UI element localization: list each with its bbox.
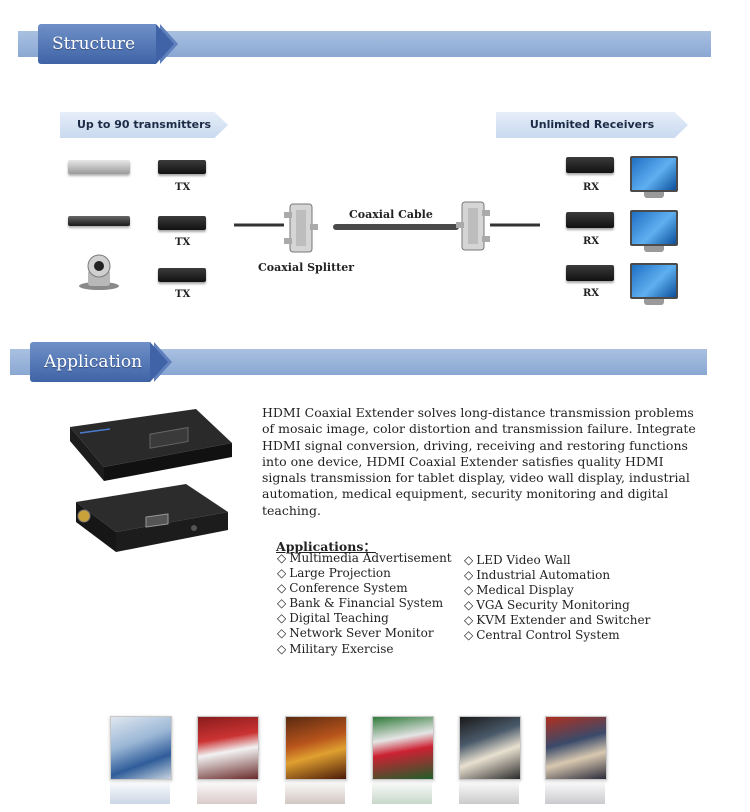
list-item: Multimedia Advertisement <box>277 551 451 566</box>
transmitters-tab: Up to 90 transmitters <box>60 112 228 138</box>
list-item: VGA Security Monitoring <box>464 598 650 613</box>
list-item: Network Sever Monitor <box>277 626 452 641</box>
thumbnail-reflection <box>545 780 605 804</box>
thumbnail-reflection <box>372 780 432 804</box>
hdmi-extender-front-image <box>66 405 234 483</box>
coaxial-cable-label: Coaxial Cable <box>349 208 433 221</box>
applications-list-left: Multimedia Advertisement Large Projectio… <box>277 551 452 657</box>
list-item: KVM Extender and Switcher <box>464 613 650 628</box>
tx-device-icon <box>158 160 206 174</box>
monitor-stand <box>644 246 664 252</box>
monitor-icon <box>630 263 678 299</box>
application-thumbnail-bank <box>197 716 259 780</box>
dvd-player-icon <box>68 160 130 174</box>
applications-list-right: LED Video Wall Industrial Automation Med… <box>464 553 650 644</box>
media-player-icon <box>68 216 130 226</box>
thumbnail-reflection <box>285 780 345 804</box>
structure-banner-chevron <box>156 24 174 64</box>
application-thumbnail-video-wall <box>459 716 521 780</box>
application-description: HDMI Coaxial Extender solves long-distan… <box>262 405 696 518</box>
transmitters-tab-label: Up to 90 transmitters <box>76 118 212 131</box>
coaxial-topology <box>234 223 540 230</box>
list-item: Conference System <box>277 581 452 596</box>
receivers-tab: Unlimited Receivers <box>496 112 688 138</box>
coaxial-splitter-label: Coaxial Splitter <box>258 261 355 274</box>
thumbnail-reflection <box>459 780 519 804</box>
receivers-tab-label: Unlimited Receivers <box>529 118 655 131</box>
application-thumbnail-retail <box>372 716 434 780</box>
coaxial-splitter-icon <box>456 198 490 254</box>
application-banner-chevron <box>150 342 168 382</box>
thumbnail-reflection <box>197 780 257 804</box>
application-thumbnail-exhibition <box>545 716 607 780</box>
structure-title: Structure <box>52 34 136 54</box>
monitor-icon <box>630 156 678 192</box>
rx-label: RX <box>583 182 600 193</box>
rx-device-icon <box>566 265 614 281</box>
ptz-camera-icon <box>78 252 120 290</box>
list-item: Industrial Automation <box>464 568 650 583</box>
list-item: Digital Teaching <box>277 611 452 626</box>
list-item: Central Control System <box>464 628 650 643</box>
rx-label: RX <box>583 288 600 299</box>
tx-label: TX <box>175 289 191 300</box>
application-banner: Application <box>30 342 150 382</box>
application-title: Application <box>44 352 143 372</box>
thumbnail-reflection <box>110 780 170 804</box>
list-item: Medical Display <box>464 583 650 598</box>
list-item: Large Projection <box>277 566 452 581</box>
tx-device-icon <box>158 268 206 282</box>
coaxial-splitter-icon <box>284 200 318 256</box>
application-thumbnail-office <box>110 716 172 780</box>
tx-label: TX <box>175 182 191 193</box>
list-item: LED Video Wall <box>464 553 650 568</box>
tx-device-icon <box>158 216 206 230</box>
list-item: Military Exercise <box>277 642 452 657</box>
monitor-stand <box>644 192 664 198</box>
tx-label: TX <box>175 237 191 248</box>
monitor-icon <box>630 210 678 246</box>
application-thumbnail-restaurant <box>285 716 347 780</box>
rx-device-icon <box>566 157 614 173</box>
structure-banner: Structure <box>38 24 156 64</box>
monitor-stand <box>644 299 664 305</box>
rx-device-icon <box>566 212 614 228</box>
list-item: Bank & Financial System <box>277 596 452 611</box>
hdmi-extender-back-image <box>68 482 230 554</box>
rx-label: RX <box>583 236 600 247</box>
